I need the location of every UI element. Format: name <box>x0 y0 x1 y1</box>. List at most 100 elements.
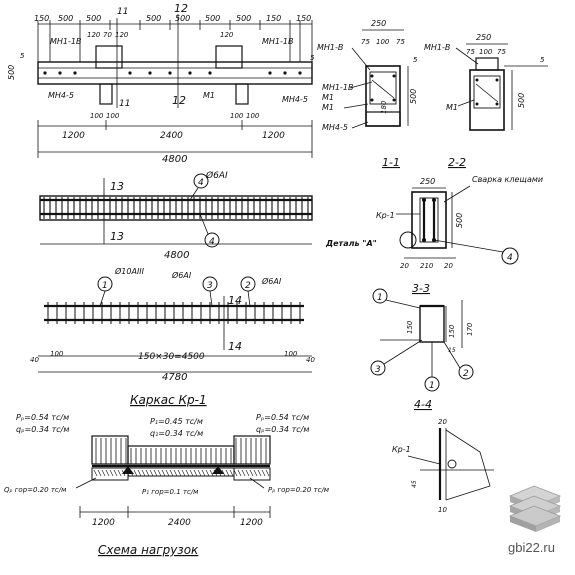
load-left-q: qₚ=0.34 тс/м <box>16 425 69 434</box>
load-hatch-line <box>153 469 158 477</box>
sec-a-dim-250: 250 <box>371 19 386 28</box>
load-hatch-line <box>145 469 150 477</box>
sec33-dim-150b: 150 <box>448 324 456 338</box>
section-3-3: 3-3 1 3 2 1 150 150 170 15 <box>370 282 474 392</box>
sec-b-dim-75b: 75 <box>497 48 506 56</box>
sec44-title: 4-4 <box>414 398 432 411</box>
cage-total-4780: 4780 <box>162 372 187 383</box>
beam-callout-4-bottom: 4 <box>209 237 215 247</box>
cage-dim-spacing: 150×30=4500 <box>138 352 205 362</box>
load-hatch-line <box>177 469 182 477</box>
sec-b-label-mn1-v: МН1-В <box>424 43 450 52</box>
cage-callout-3: 3 <box>207 281 213 291</box>
cage-mark-14-bottom: 14 <box>228 340 242 353</box>
plan-section-12-bottom: 12 <box>172 94 186 107</box>
load-hatch-line <box>241 469 246 477</box>
sec-b-dim-75a: 75 <box>466 48 475 56</box>
load-hatch-line <box>117 469 122 477</box>
sec44-dim-45: 45 <box>411 480 418 488</box>
plan-small-100-d: 100 <box>246 112 260 120</box>
load-hatch-line <box>113 469 118 477</box>
load-hatch-line <box>109 469 114 477</box>
cage-label-6ai-a: Ø6АI <box>171 270 192 280</box>
load-hatch-line <box>193 469 198 477</box>
plan-dim-1200-left: 1200 <box>62 131 85 141</box>
load-hatch-line <box>201 469 206 477</box>
section-4-4: 4-4 20 Кр-1 45 10 <box>392 398 494 514</box>
sec-b-dim-250: 250 <box>476 33 491 42</box>
plan-dim-6: 500 <box>236 14 251 23</box>
sec11-dim-210: 210 <box>420 262 434 270</box>
plan-label-mn4-5-left: МН4-5 <box>48 91 74 100</box>
load-right-bottom: Pₚ гор=0.20 тс/м <box>268 486 330 494</box>
section-top-left: 250 75 100 75 МН1-В МН1-1В М1 М1 МН4-5 5… <box>317 19 418 132</box>
load-hatch-line <box>233 469 238 477</box>
load-left-bottom: Qₚ гор=0.20 тс/м <box>4 486 67 494</box>
load-hatch-line <box>105 469 110 477</box>
sec33-callout-1a: 1 <box>377 293 383 303</box>
load-hatch-line <box>253 469 258 477</box>
sec11-callout-4: 4 <box>507 253 513 263</box>
sec-b-dim-500: 500 <box>517 93 526 108</box>
sec-a-dim-100: 100 <box>376 38 390 46</box>
plan-dim-2: 500 <box>86 14 101 23</box>
beam-mark-13-bottom: 13 <box>110 230 124 243</box>
cage-title: Каркас Кр-1 <box>130 393 207 407</box>
load-hatch-line <box>189 469 194 477</box>
load-hatch-line <box>229 469 234 477</box>
sec-a-label-mn1-1v: МН1-1В <box>322 83 353 92</box>
load-right-q: qₚ=0.34 тс/м <box>256 425 309 434</box>
sec33-callout-2: 2 <box>463 369 469 379</box>
plan-dim-2400: 2400 <box>160 131 183 141</box>
sec-a-inner-180: 180 <box>380 100 388 114</box>
beam-mark-13-top: 13 <box>110 180 124 193</box>
load-hatch-line <box>257 469 262 477</box>
sec11-dim-20b: 20 <box>444 262 453 270</box>
sec11-dim-500: 500 <box>455 213 464 228</box>
load-hatch-line <box>101 469 106 477</box>
load-mid-p: P₁=0.45 тс/м <box>150 417 203 426</box>
sec11-dim-250: 250 <box>420 177 435 186</box>
load-hatch-line <box>161 469 166 477</box>
watermark-logo: gbi22.ru <box>508 485 562 555</box>
cage-kr1: 1 Ø10АIII Ø6АI 3 2 Ø6АI 14 14 40 100 150… <box>30 266 315 407</box>
load-scheme: Pₚ=0.54 тс/м qₚ=0.34 тс/м P₁=0.45 тс/м q… <box>4 413 330 557</box>
sec-a-label-m1: М1 <box>322 103 334 112</box>
load-hatch-line <box>261 469 266 477</box>
plan-small-100-b: 100 <box>106 112 120 120</box>
sec33-dim-15: 15 <box>448 347 456 354</box>
load-hatch-line <box>93 469 98 477</box>
sec-b-small-5: 5 <box>540 56 545 64</box>
sec22-note: Сварка клещами <box>472 175 543 184</box>
plan-section-mark-11: 11 <box>117 7 128 17</box>
plan-dim-1200-right: 1200 <box>262 131 285 141</box>
plan-label-m1: М1 <box>203 91 215 100</box>
sec11-title: 1-1 <box>382 156 400 169</box>
plan-dim-4: 500 <box>175 14 190 23</box>
sec33-callout-1b: 1 <box>429 381 435 391</box>
load-hatch-line <box>221 469 226 477</box>
load-scheme-title: Схема нагрузок <box>98 543 199 557</box>
beam-elevation: 13 13 Ø6АI 4 4 4800 <box>39 170 313 261</box>
plan-dim-150-left: 150 <box>34 14 49 23</box>
load-hatch-line <box>225 469 230 477</box>
sec-a-label-mn1-v: МН1-В <box>317 43 343 52</box>
plan-dim-150-right: 150 <box>296 14 311 23</box>
sec11-detail-a: Деталь "А" <box>325 239 377 248</box>
beam-total-4800: 4800 <box>164 250 189 261</box>
plan-label-mn1-1v-right: МН1-1В <box>262 37 293 46</box>
cage-label-10aiii: Ø10АIII <box>114 266 145 276</box>
cage-mark-14-top: 14 <box>228 294 242 307</box>
cage-dim-40-left: 40 <box>30 356 39 364</box>
sec33-dim-150a: 150 <box>406 320 414 334</box>
stacked-slabs-icon <box>508 485 562 532</box>
load-dim-1200-left: 1200 <box>92 518 115 528</box>
plan-small-100-c: 100 <box>230 112 244 120</box>
beam-callout-4-top: 4 <box>198 178 204 188</box>
load-hatch-line <box>169 469 174 477</box>
plan-section-mark-12: 12 <box>174 2 188 15</box>
plan-left-dim-500: 500 <box>7 65 16 80</box>
load-hatch-line <box>185 469 190 477</box>
load-hatch-line <box>245 469 250 477</box>
sec-b-label-m1: М1 <box>446 103 458 112</box>
